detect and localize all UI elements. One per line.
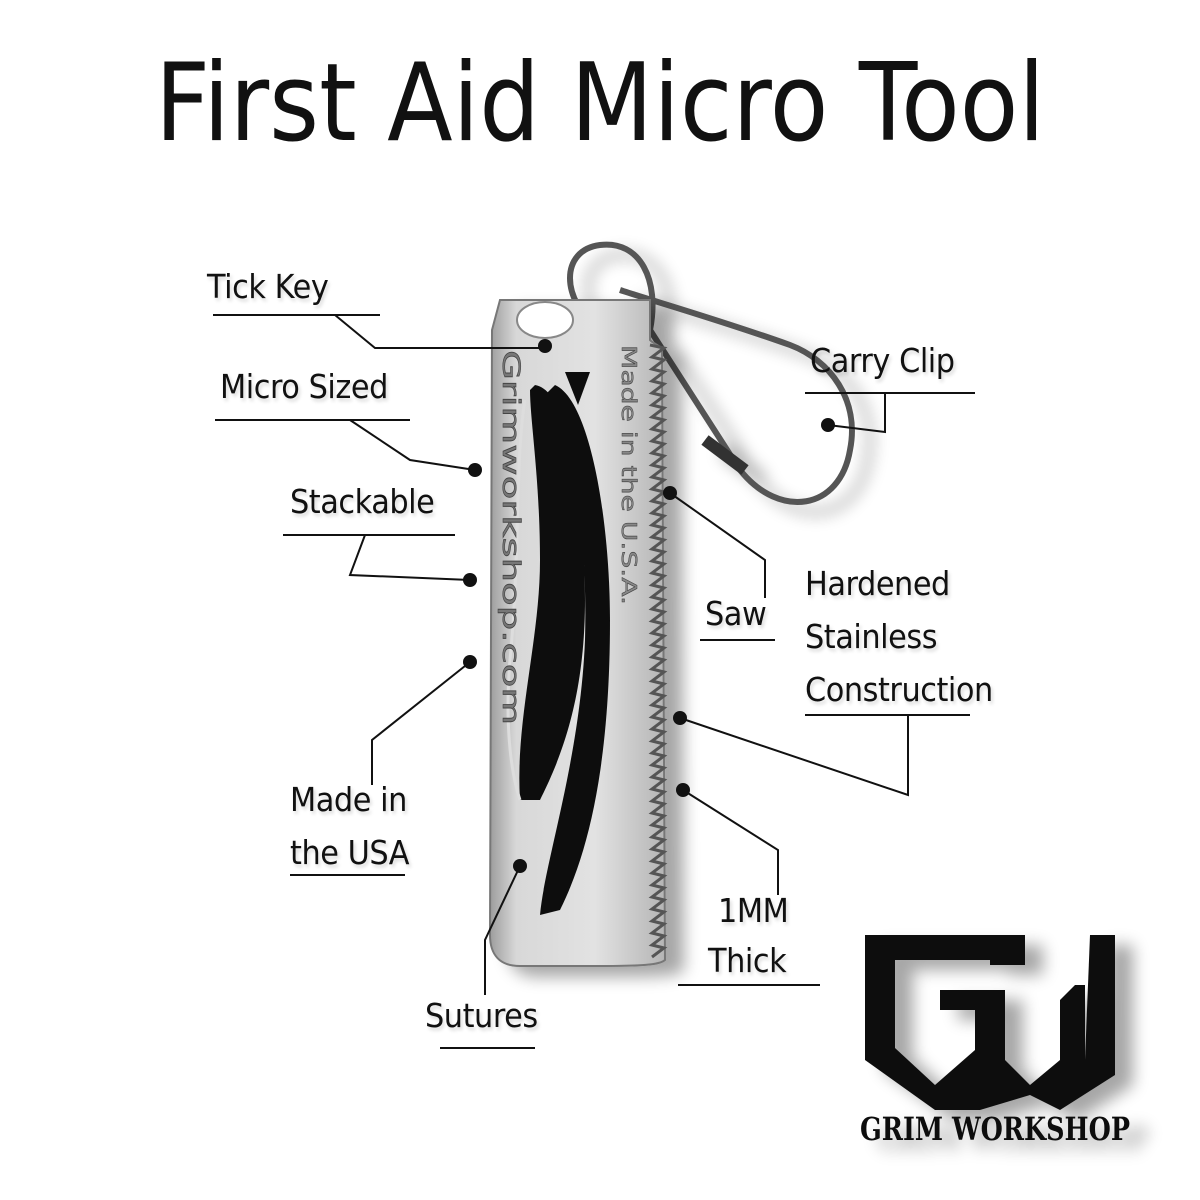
leader-carry-clip: [805, 392, 975, 434]
page-title: First Aid Micro Tool: [155, 41, 1045, 166]
label-made-in-1: Made in: [290, 780, 407, 819]
leader-saw: [669, 492, 775, 641]
suture-slot-1: [519, 385, 585, 800]
micro-tool: Grimworkshop.com Made in the U.S.A.: [488, 299, 668, 967]
logo-text: GRIM WORKSHOP: [860, 1110, 1130, 1148]
label-hardened-3: Construction: [805, 670, 993, 709]
label-micro-sized: Micro Sized: [220, 367, 388, 406]
leader-micro-sized: [215, 419, 476, 471]
leader-hardened: [679, 714, 970, 797]
engraving-made-in-usa: Made in the U.S.A.: [617, 345, 641, 605]
engraving-website: Grimworkshop.com: [497, 350, 525, 725]
grim-workshop-logo: GRIM WORKSHOP: [860, 935, 1130, 1148]
leader-stackable: [283, 534, 471, 581]
label-carry-clip: Carry Clip: [810, 341, 955, 380]
label-hardened-1: Hardened: [805, 564, 950, 603]
leader-made-in-usa: [290, 661, 471, 876]
callout-dots: [463, 339, 835, 873]
label-hardened-2: Stainless: [805, 617, 938, 656]
label-saw: Saw: [705, 594, 767, 633]
label-thickness-1: 1MM: [718, 891, 789, 930]
label-sutures: Sutures: [425, 996, 538, 1035]
label-made-in-2: the USA: [290, 833, 410, 872]
leader-lines: [213, 314, 975, 1049]
label-tick-key: Tick Key: [207, 267, 329, 306]
suture-slot-2: [540, 385, 610, 915]
leader-tick-key: [213, 314, 545, 349]
gw-monogram: [865, 935, 1115, 1110]
saw-teeth: [648, 343, 668, 959]
tick-key-notch: [565, 372, 590, 405]
label-stackable: Stackable: [290, 482, 435, 521]
carry-clip: [567, 241, 855, 506]
label-thickness-2: Thick: [708, 941, 787, 980]
tick-key-hole: [516, 301, 574, 339]
leader-thickness: [678, 789, 820, 986]
leader-sutures: [440, 865, 535, 1049]
